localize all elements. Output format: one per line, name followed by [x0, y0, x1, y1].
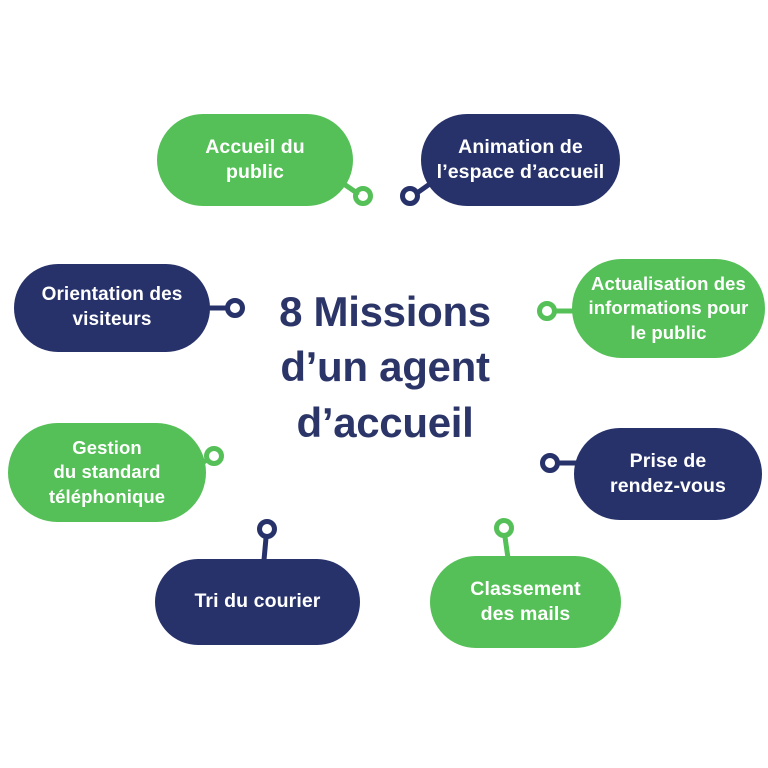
mission-line: le public — [630, 321, 707, 343]
center-title-line-3: d’accueil — [296, 398, 474, 446]
mission-line: l’espace d’accueil — [436, 161, 605, 183]
mission-label-gestion-standard: Gestion du standard téléphonique — [49, 436, 165, 508]
mission-line: rendez-vous — [610, 475, 726, 497]
mission-line: téléphonique — [48, 485, 166, 507]
mission-line: public — [225, 161, 284, 183]
mission-label-prise-rendezvous: Prise de rendez-vous — [610, 449, 726, 500]
mission-pill-tri-courier[interactable]: Tri du courier — [155, 559, 360, 645]
mission-pill-classement-mails[interactable]: Classement des mails — [430, 556, 621, 648]
mission-line: des mails — [480, 603, 571, 625]
mission-line: Prise de — [629, 449, 707, 472]
mission-line: Tri du courier — [194, 590, 321, 613]
center-title: 8 Missions d’un agent d’accueil — [222, 284, 548, 450]
mission-pill-animation-espace[interactable]: Animation de l’espace d’accueil — [421, 114, 620, 206]
mission-pill-gestion-standard[interactable]: Gestion du standard téléphonique — [8, 423, 206, 522]
mission-line: visiteurs — [72, 309, 152, 330]
connector-tri-courier — [257, 519, 277, 563]
mission-label-tri-courier: Tri du courier — [194, 589, 320, 614]
mission-pill-actualisation-informations[interactable]: Actualisation des informations pour le p… — [572, 259, 765, 358]
connector-prise-rendezvous — [540, 453, 581, 473]
connector-classement-mails — [494, 518, 514, 561]
mission-pill-prise-rendezvous[interactable]: Prise de rendez-vous — [574, 428, 762, 520]
mission-line: informations pour — [588, 297, 749, 319]
mission-label-animation-espace: Animation de l’espace d’accueil — [437, 135, 605, 186]
center-title-line-1: 8 Missions — [279, 288, 491, 335]
mission-line: Accueil du — [205, 135, 305, 158]
mission-line: Actualisation des — [591, 273, 746, 295]
mission-line: Classement — [470, 577, 581, 600]
mission-line: du standard — [53, 461, 161, 483]
mission-line: Gestion — [72, 437, 142, 459]
mission-line: Orientation des — [41, 284, 183, 306]
mission-pill-accueil-public[interactable]: Accueil du public — [157, 114, 353, 206]
mission-label-actualisation-informations: Actualisation des informations pour le p… — [589, 272, 749, 344]
mission-label-classement-mails: Classement des mails — [470, 577, 580, 628]
center-title-line-2: d’un agent — [280, 343, 490, 391]
mission-label-accueil-public: Accueil du public — [205, 135, 305, 186]
mission-label-orientation-visiteurs: Orientation des visiteurs — [42, 283, 183, 332]
mission-pill-orientation-visiteurs[interactable]: Orientation des visiteurs — [14, 264, 210, 352]
mission-line: Animation de — [458, 135, 583, 158]
